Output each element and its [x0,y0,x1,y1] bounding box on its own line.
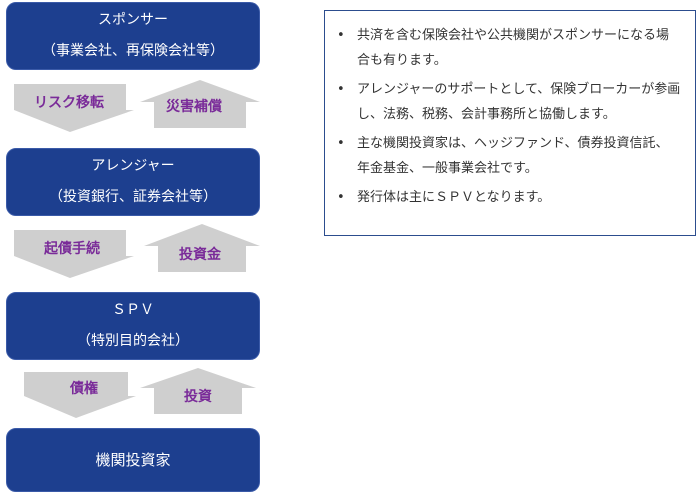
up-arrow-investment [140,368,256,414]
notes-panel: • 共済を含む保険会社や公共機関がスポンサーになる場合も有ります。 • アレンジ… [324,10,696,236]
bullet-icon: • [337,190,345,205]
bullet-icon: • [337,136,345,151]
down-arrow-bond [24,372,136,418]
list-item: • 共済を含む保険会社や公共機関がスポンサーになる場合も有ります。 [337,23,681,73]
label-disaster-compensation: 災害補償 [166,99,222,115]
list-item: • 発行体は主にＳＰＶとなります。 [337,185,681,210]
label-risk-transfer: リスク移転 [34,95,104,111]
bullet-icon: • [337,28,345,43]
note-text: 共済を含む保険会社や公共機関がスポンサーになる場合も有ります。 [357,28,670,68]
down-arrow-risk-transfer [14,84,134,132]
arranger-title: アレンジャー [91,158,175,175]
list-item: • アレンジャーのサポートとして、保険ブローカーが参画し、法務、税務、会計事務所… [337,77,681,127]
investor-title: 機関投資家 [95,451,171,469]
notes-list: • 共済を含む保険会社や公共機関がスポンサーになる場合も有ります。 • アレンジ… [337,23,681,210]
label-issuance-procedure: 起債手続 [44,241,100,257]
note-text: アレンジャーのサポートとして、保険ブローカーが参画し、法務、税務、会計事務所と協… [357,82,681,122]
spv-title: ＳＰＶ [112,302,154,319]
arranger-box: アレンジャー （投資銀行、証券会社等） [6,148,260,216]
sponsor-subtitle: （事業会社、再保険会社等） [42,43,224,59]
spv-subtitle: （特別目的会社） [77,333,189,349]
arranger-subtitle: （投資銀行、証券会社等） [49,189,217,205]
sponsor-title: スポンサー [98,12,168,29]
up-arrow-disaster-compensation [140,80,260,128]
down-arrow-issuance-procedure [14,230,134,278]
list-item: • 主な機関投資家は、ヘッジファンド、債券投資信託、年金基金、一般事業会社です。 [337,131,681,181]
label-investment-funds: 投資金 [179,247,221,263]
sponsor-box: スポンサー （事業会社、再保険会社等） [6,2,260,70]
investor-box: 機関投資家 [6,428,260,492]
note-text: 発行体は主にＳＰＶとなります。 [357,190,551,205]
up-arrow-investment-funds [144,224,260,272]
note-text: 主な機関投資家は、ヘッジファンド、債券投資信託、年金基金、一般事業会社です。 [357,136,669,176]
bullet-icon: • [337,82,345,97]
spv-box: ＳＰＶ （特別目的会社） [6,292,260,360]
label-bond: 債権 [70,381,98,397]
label-investment: 投資 [184,389,212,405]
